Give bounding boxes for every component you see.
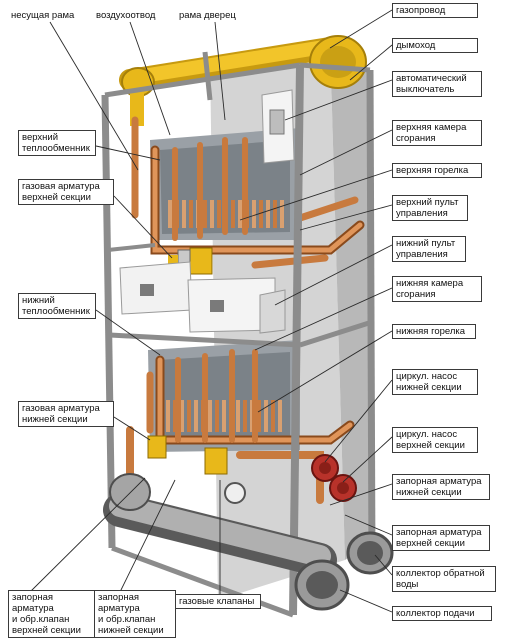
label-supply-manifold: коллектор подачи	[392, 606, 492, 621]
leader-line	[339, 589, 393, 613]
leader-line	[239, 169, 393, 221]
fin	[203, 200, 207, 228]
leader-line	[113, 195, 173, 259]
label-load-frame: несущая рама	[11, 10, 75, 21]
label-return-manifold: коллектор обратной воды	[392, 566, 496, 592]
label-upper-burner: верхняя горелка	[392, 163, 482, 178]
support-frame	[101, 51, 376, 618]
breaker-box	[261, 89, 295, 164]
fin	[189, 200, 193, 228]
fin	[166, 400, 170, 432]
leader-line	[95, 309, 161, 356]
label-lower-gas-valve: газовая арматура нижней секции	[18, 401, 114, 427]
leader-line	[324, 379, 393, 463]
fin	[180, 400, 184, 432]
fin	[231, 200, 235, 228]
fin	[271, 400, 275, 432]
leader-line	[329, 9, 393, 49]
control-panels	[119, 261, 286, 334]
fin	[187, 400, 191, 432]
label-upper-pump: циркул. насос верхней секции	[392, 427, 478, 453]
label-flue: дымоход	[392, 38, 478, 53]
fin	[217, 200, 221, 228]
fin	[222, 400, 226, 432]
label-lower-panel: нижний пульт управления	[392, 236, 466, 262]
label-air-vent: воздухоотвод	[96, 10, 156, 21]
leader-line	[113, 416, 151, 441]
fin	[215, 400, 219, 432]
fin	[238, 200, 242, 228]
label-lower-chamber: нижняя камера сгорания	[392, 276, 482, 302]
leader-line	[299, 129, 393, 176]
fin	[259, 200, 263, 228]
label-lower-burner: нижняя горелка	[392, 324, 476, 339]
label-gas-valves: газовые клапаны	[175, 594, 261, 609]
fin	[210, 200, 214, 228]
leader-line	[329, 483, 393, 506]
label-upper-gas-valve: газовая арматура верхней секции	[18, 179, 114, 205]
label-upper-shutoff: запорная арматура верхней секции	[392, 525, 490, 551]
label-shutoff-check-lower: запорная арматура и обр.клапан нижней се…	[94, 590, 176, 638]
leader-line	[214, 21, 226, 121]
fin	[236, 400, 240, 432]
fin	[264, 400, 268, 432]
leader-line	[274, 244, 393, 306]
leader-line	[342, 436, 393, 483]
leader-line	[95, 145, 161, 161]
leader-line	[344, 514, 393, 536]
label-breaker: автоматический выключатель	[392, 71, 482, 97]
fin	[252, 200, 256, 228]
fin	[194, 400, 198, 432]
fin	[257, 400, 261, 432]
fin	[182, 200, 186, 228]
leader-line	[129, 21, 171, 136]
leader-lines	[29, 9, 393, 613]
label-upper-panel: верхний пульт управления	[392, 195, 468, 221]
label-lower-shutoff: запорная арматура нижней секции	[392, 474, 490, 500]
gas-valves	[147, 247, 228, 475]
leader-line	[349, 44, 393, 81]
leader-line	[257, 330, 393, 413]
label-upper-chamber: верхняя камера сгорания	[392, 120, 482, 146]
fin	[266, 200, 270, 228]
label-gas-pipe: газопровод	[392, 3, 478, 18]
fin	[278, 400, 282, 432]
label-lower-pump: циркул. насос нижней секции	[392, 369, 478, 395]
copper-piping	[126, 116, 365, 504]
label-upper-hx: верхний теплообменник	[18, 130, 96, 156]
leader-line	[29, 477, 146, 593]
fin	[273, 200, 277, 228]
lower-heat-exchanger	[148, 340, 300, 452]
fin	[243, 400, 247, 432]
label-shutoff-check-upper: запорная арматура и обр.клапан верхней с…	[8, 590, 98, 638]
leader-line	[49, 21, 139, 171]
fin	[208, 400, 212, 432]
fin	[168, 200, 172, 228]
circulation-pumps	[311, 454, 357, 502]
label-door-frame: рама дверец	[179, 10, 236, 21]
leader-line	[284, 79, 393, 121]
leader-line	[119, 479, 176, 593]
label-lower-hx: нижний теплообменник	[18, 293, 96, 319]
leader-line	[254, 287, 393, 351]
leader-line	[299, 204, 393, 231]
fin	[280, 200, 284, 228]
leader-line	[374, 554, 393, 576]
